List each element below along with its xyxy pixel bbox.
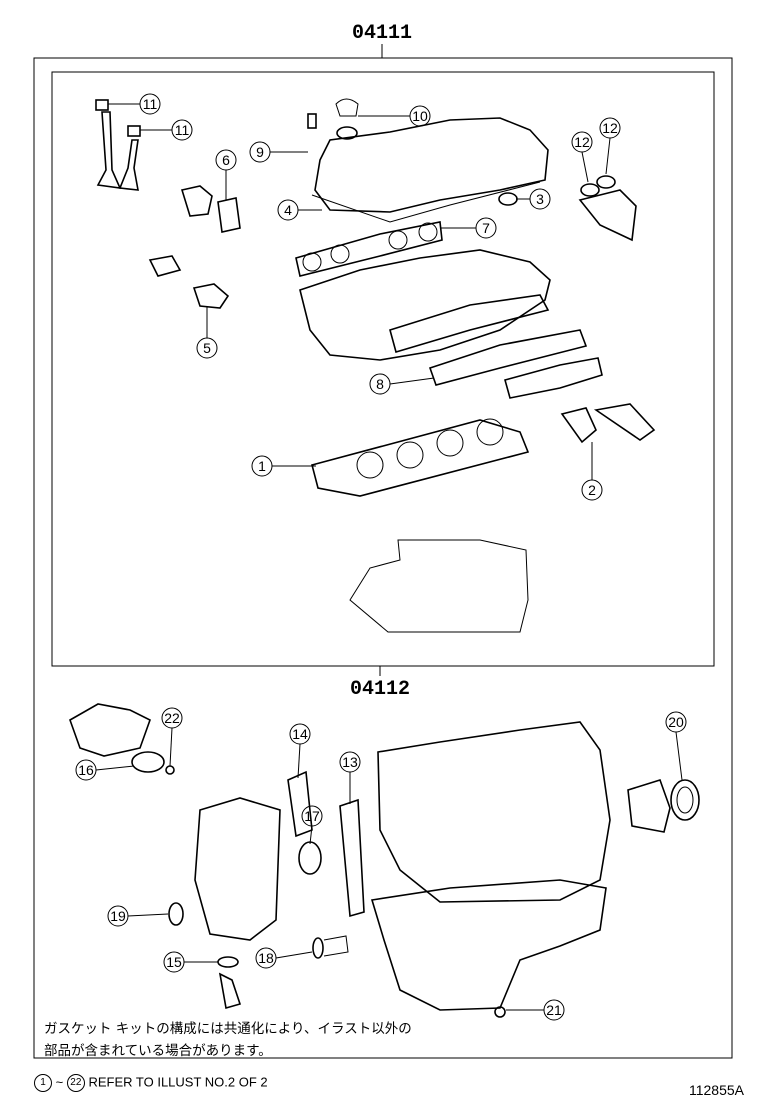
callouts-upper: 11 11 10 9 6 12 12 4 3 7 5 8 1 2 <box>108 93 621 501</box>
callout-7: 7 <box>482 220 490 236</box>
callout-1: 1 <box>258 458 266 474</box>
cylinder-block <box>377 721 611 903</box>
callout-22: 22 <box>164 710 180 726</box>
callout-18: 18 <box>258 950 274 966</box>
kit-composition-note: ガスケット キットの構成には共通化により、イラスト以外の 部品が含まれている場合… <box>44 1018 564 1062</box>
callout-20: 20 <box>668 714 684 730</box>
timing-cover <box>194 770 365 941</box>
note-line-1: ガスケット キットの構成には共通化により、イラスト以外の <box>44 1021 412 1037</box>
engine-outline-upper <box>349 539 529 633</box>
valves <box>95 99 141 191</box>
callout-11a: 11 <box>143 96 158 112</box>
callout-17: 17 <box>304 808 320 824</box>
callout-10: 10 <box>412 108 428 124</box>
note-line-2: 部品が含まれている場合があります。 <box>44 1043 272 1059</box>
callout-21: 21 <box>546 1002 562 1018</box>
misc-lower-parts <box>168 902 349 1010</box>
callout-2: 2 <box>588 482 596 498</box>
rear-oil-seal <box>627 779 700 833</box>
upper-kit-frame <box>51 71 715 667</box>
oil-pan <box>370 879 607 1018</box>
callout-16: 16 <box>78 762 94 778</box>
figure-number: 112855A <box>688 1082 744 1098</box>
callout-5: 5 <box>203 340 211 356</box>
refer-from-circle: 1 <box>34 1074 52 1092</box>
callout-13: 13 <box>342 754 358 770</box>
outer-frame <box>33 57 733 1059</box>
callout-8: 8 <box>376 376 384 392</box>
kit-code-lower: 04112 <box>350 678 410 701</box>
callouts-lower: 22 16 14 13 17 20 19 15 18 21 <box>75 707 687 1021</box>
misc-upper-gaskets <box>148 175 656 444</box>
callout-12b: 12 <box>602 120 618 136</box>
callout-11b: 11 <box>175 122 190 138</box>
callout-14: 14 <box>292 726 308 742</box>
callout-15: 15 <box>166 954 182 970</box>
refer-note: 1 ~ 22 REFER TO ILLUST NO.2 OF 2 <box>34 1074 268 1092</box>
callout-12a: 12 <box>574 134 590 150</box>
refer-to-circle: 22 <box>66 1074 85 1092</box>
cylinder-head <box>299 249 551 361</box>
exhaust-gasket <box>389 294 603 399</box>
callout-3: 3 <box>536 191 544 207</box>
valve-cover <box>307 98 549 223</box>
callout-19: 19 <box>110 908 126 924</box>
head-gasket <box>311 418 530 497</box>
refer-tilde: ~ <box>55 1074 64 1090</box>
intake-gasket <box>295 221 443 277</box>
callout-6: 6 <box>222 152 230 168</box>
kit-code-upper: 04111 <box>352 22 412 45</box>
callout-9: 9 <box>256 144 264 160</box>
callout-4: 4 <box>284 202 292 218</box>
refer-text: REFER TO ILLUST NO.2 OF 2 <box>88 1074 268 1090</box>
